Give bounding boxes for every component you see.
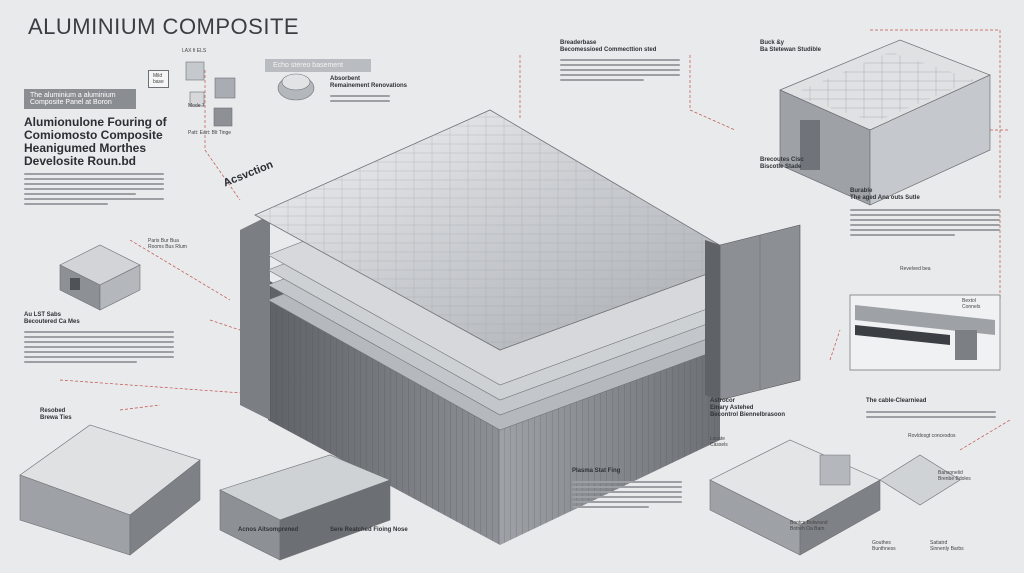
label-tiny-5: Bansonelid Brenbe Bdoles [938, 470, 971, 482]
label-right-small-1: Revelved bea [900, 266, 931, 272]
illustration-components [185, 61, 315, 127]
left-heading-line-2: Comiomosto Composite [24, 128, 163, 142]
label-bottom-right-2: The cable-Clearniead [866, 398, 927, 404]
top-center-tag: Echo stereo basement [265, 59, 371, 72]
left-tag: The aluminium a aluminium Composite Pane… [24, 89, 136, 109]
illustration-bottom-right [709, 439, 961, 556]
label-bottom-left-a: Acnos Aitsomprened [238, 527, 299, 533]
label-left-mid: Au LST Sabs Becoutered Ca Mes [24, 312, 80, 325]
label-right-mid-1: Brecoutes Cisc Biscotle Stade [760, 157, 804, 170]
page-title: ALUMINIUM COMPOSITE [28, 14, 300, 39]
small-box-label: Mild base [148, 70, 169, 88]
label-bottom-right-3: Rovldosgt concesdos [908, 433, 956, 439]
left-heading-line-4: Develosite Roun.bd [24, 154, 137, 168]
label-bottom-right-1: Astrocor Emary Astehed Becontrol Biennel… [710, 398, 786, 418]
label-top-center: Breaderbase Becomessioed Commecttion ste… [560, 40, 657, 53]
label-lax: LAX fi ELS [182, 48, 207, 54]
label-patt: Patt: Eart: Blt Tinge [188, 130, 232, 136]
label-right-mid-2: Burable The aged Ana outs Sutle [850, 188, 920, 201]
left-heading-line-3: Heanigumed Morthes [24, 141, 147, 155]
right-mid-lines [850, 206, 1000, 239]
left-heading-line-1: Alumionulone Fouring of [24, 115, 167, 129]
label-tiny-3: Bootcs Bolwrand Botreh Oa Bam [790, 520, 828, 532]
illustration-bottom-left [19, 424, 391, 561]
illustration-small-building [59, 244, 141, 311]
label-tiny-4: Gouthes Bunthness [872, 540, 896, 552]
top-mid-lines [330, 92, 390, 105]
label-tiny-1: Paris Bur Bua Rooms Bus Rlum [148, 238, 187, 250]
illustration-top-right [779, 39, 991, 206]
left-mid-lines [24, 328, 174, 366]
illustration-cross-section [849, 294, 1001, 371]
bottom-center-lines [572, 478, 682, 511]
label-top-mid: Absorbent Remainement Renovations [330, 76, 408, 89]
label-mode: Mode 7 [188, 103, 205, 109]
label-right-small-2: Bextol Connels [962, 298, 981, 310]
label-top-right: Buck &y Ba Stetewan Studible [760, 40, 822, 53]
left-paragraph [24, 170, 164, 208]
bottom-right-lines [866, 408, 996, 421]
label-tiny-6: Satiatrd Sinnenly Barbs [930, 540, 964, 552]
label-bottom-center: Plasma Stat Fing [572, 468, 621, 474]
label-tiny-2: Locate Cassels [710, 436, 728, 448]
top-center-lines [560, 56, 680, 84]
label-left-low: Resobed Brewa Ties [40, 408, 72, 421]
label-bottom-left-b: Sere Reatched Fioing Nose [330, 527, 408, 533]
left-heading: Alumionulone Fouring of Comiomosto Compo… [24, 116, 194, 168]
